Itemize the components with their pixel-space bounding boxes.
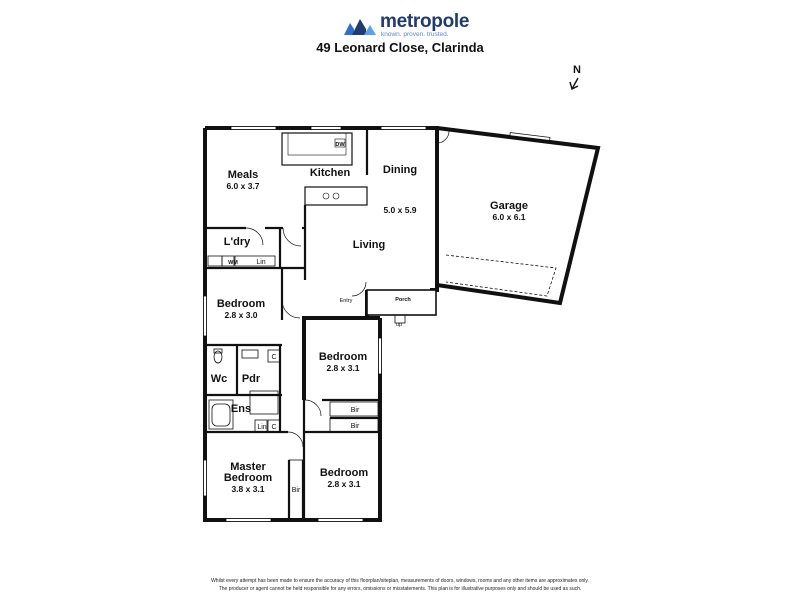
step-up-label: up: [396, 322, 402, 328]
north-arrow-icon: N: [569, 64, 581, 91]
metropole-logo-icon: [344, 19, 376, 35]
porch-label: Porch: [395, 297, 411, 303]
disclaimer-line-1: Whilst every attempt has been made to en…: [211, 578, 589, 584]
room-label-meals: Meals: [228, 169, 259, 181]
room-dim-bedroom-3: 2.8 x 3.1: [327, 479, 360, 489]
brand-tagline: known. proven. trusted.: [381, 31, 449, 38]
room-label-master-line1: Master: [230, 461, 266, 473]
room-label-laundry: L'dry: [224, 236, 251, 248]
built-in-robe-label-3: Bir: [292, 487, 301, 494]
property-address: 49 Leonard Close, Clarinda: [316, 40, 484, 55]
room-label-pdr: Pdr: [242, 373, 261, 385]
garage-walls: [436, 126, 601, 306]
room-label-kitchen: Kitchen: [310, 167, 351, 179]
fixtures: [207, 255, 437, 521]
washing-machine-label: WM: [228, 260, 238, 266]
room-label-bedroom-1: Bedroom: [217, 298, 266, 310]
room-dim-master: 3.8 x 3.1: [231, 484, 264, 494]
compass-label: N: [573, 64, 581, 76]
room-dim-living: 5.0 x 5.9: [383, 205, 416, 215]
linen-label-1: Lin: [256, 259, 265, 266]
brand-name: metropole: [380, 11, 470, 32]
windows: [203, 126, 551, 522]
room-label-living: Living: [353, 239, 385, 251]
kitchen-benches: [281, 132, 368, 206]
door-swings: [245, 130, 450, 448]
built-in-robe-label-2: Bir: [351, 423, 360, 430]
room-dim-garage: 6.0 x 6.1: [492, 212, 525, 222]
dishwasher-label: DW: [335, 142, 345, 148]
disclaimer-line-2: The producer or agent cannot be held res…: [218, 586, 582, 592]
built-in-robe-label-1: Bir: [351, 407, 360, 414]
room-label-ens: Ens: [231, 403, 251, 415]
room-label-dining: Dining: [383, 164, 417, 176]
room-dim-bedroom-2: 2.8 x 3.1: [326, 363, 359, 373]
room-dim-bedroom-1: 2.8 x 3.0: [224, 310, 257, 320]
room-dim-meals: 6.0 x 3.7: [226, 181, 259, 191]
cupboard-label-1: C: [271, 354, 276, 361]
room-label-garage: Garage: [490, 200, 528, 212]
room-label-bedroom-2: Bedroom: [319, 351, 368, 363]
room-label-wc: Wc: [211, 373, 228, 385]
room-label-master-line2: Bedroom: [224, 472, 273, 484]
entry-label: Entry: [340, 298, 353, 304]
room-label-bedroom-3: Bedroom: [320, 467, 369, 479]
cupboard-label-2: C: [271, 424, 276, 431]
linen-label-2: Lin: [257, 424, 266, 431]
